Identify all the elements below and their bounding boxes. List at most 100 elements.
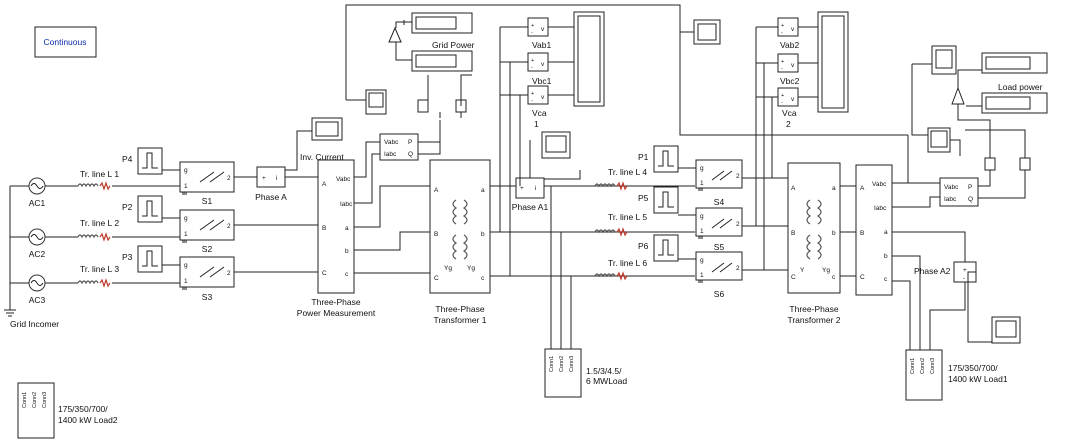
svg-text:C: C [434, 275, 439, 282]
svg-text:Vabc: Vabc [336, 176, 351, 183]
pq-block[interactable]: Vabc Iabc P Q [379, 133, 419, 161]
line-l6[interactable]: Tr. line L 6 [594, 258, 647, 281]
svg-text:6 MWLoad: 6 MWLoad [586, 376, 627, 386]
voltmeter-vab1[interactable]: + - v Vab1 [527, 17, 551, 50]
pq-block-2[interactable]: Vabc Iabc P Q [939, 177, 979, 207]
switch-s4[interactable]: g 1 2 S4 [695, 159, 743, 207]
svg-text:Vab1: Vab1 [532, 40, 551, 50]
svg-text:b: b [345, 248, 349, 255]
svg-text:C: C [322, 270, 327, 277]
pulse-p6[interactable]: P6 [638, 234, 679, 262]
scope-top-mid[interactable] [693, 19, 721, 45]
pulse-p1[interactable]: P1 [638, 145, 679, 173]
transformer-2[interactable]: A B C a b c Y Yg Three-Phase Transformer… [787, 162, 841, 325]
ac-source-2-label: AC2 [29, 249, 46, 259]
switch-s6[interactable]: g 1 2 S6 [695, 251, 743, 299]
voltmeter-vbc1[interactable]: + - v Vbc1 [527, 52, 552, 86]
svg-text:Iabc: Iabc [340, 201, 353, 208]
mux-icon-2 [984, 157, 1031, 171]
svg-text:Conn1: Conn1 [910, 358, 916, 374]
voltmeter-vca1[interactable]: + - v Vca 1 [527, 85, 549, 129]
svg-text:Iabc: Iabc [874, 205, 887, 212]
svg-text:v: v [541, 61, 545, 68]
svg-text:Yg: Yg [444, 265, 452, 272]
voltmeter-vab2[interactable]: + - v Vab2 [777, 17, 799, 50]
svg-text:A: A [860, 185, 865, 192]
phase-a2-meter[interactable]: + - Phase A2 [914, 261, 977, 283]
pulse-p4[interactable]: P4 [122, 147, 163, 175]
inv-current-scope[interactable]: Inv. Current [300, 117, 344, 162]
svg-text:A: A [791, 185, 796, 192]
svg-text:a: a [345, 225, 349, 232]
ac-source-2[interactable]: AC2 [28, 228, 46, 259]
switch-s3[interactable]: g 1 2 S3 [179, 256, 235, 302]
svg-text:Conn3: Conn3 [42, 392, 48, 408]
line-l2[interactable]: Tr. line L 2 [45, 218, 125, 242]
phase-a-meter[interactable]: + i Phase A [255, 166, 287, 202]
svg-text:1: 1 [700, 272, 704, 279]
pulse-p2-label: P2 [122, 202, 133, 212]
scope-power[interactable] [365, 89, 387, 115]
load-power-label: Load power [998, 82, 1043, 92]
switch-s2[interactable]: g 1 2 S2 [179, 209, 235, 254]
line-l5[interactable]: Tr. line L 5 [594, 212, 647, 237]
scope-load-top[interactable] [931, 45, 957, 75]
transformer-1[interactable]: A B C a b c Yg Yg Three-Phase Transforme… [429, 159, 491, 325]
svg-text:+: + [531, 58, 534, 64]
transformer-1-title-1: Three-Phase [435, 304, 484, 314]
switch-s3-label: S3 [202, 292, 213, 302]
pulse-p1-label: P1 [638, 152, 649, 162]
grid-power-label: Grid Power [432, 40, 475, 50]
svg-text:Vabc: Vabc [944, 184, 959, 191]
svg-text:C: C [791, 274, 796, 281]
switch-s4-label: S4 [714, 197, 725, 207]
power-measurement-title-2: Power Measurement [297, 308, 376, 318]
svg-text:+: + [781, 93, 784, 99]
load-mid[interactable]: Conn1 Conn2 Conn3 1.5/3/4.5/ 6 MWLoad [544, 348, 627, 398]
line-l4[interactable]: Tr. line L 4 [594, 167, 647, 191]
switch-s1-label: S1 [202, 196, 213, 206]
load-1[interactable]: Conn1 Conn2 Conn3 175/350/700/ 1400 kW L… [905, 349, 1008, 401]
svg-text:2: 2 [227, 270, 231, 277]
pulse-p5[interactable]: P5 [638, 186, 679, 214]
svg-text:B: B [434, 231, 438, 238]
svg-text:c: c [345, 271, 349, 278]
svg-text:v: v [541, 26, 545, 33]
scope-voltage-2[interactable] [817, 11, 849, 113]
svg-text:B: B [860, 230, 864, 237]
scope-phase-a2[interactable] [991, 316, 1021, 344]
load-power-display-2 [981, 92, 1048, 114]
line-l1[interactable]: Tr. line L 1 [45, 169, 125, 191]
svg-text:c: c [884, 276, 888, 283]
svg-text:Y: Y [800, 267, 805, 274]
switch-s5[interactable]: g 1 2 S5 [695, 207, 743, 252]
scope-phase-a1[interactable] [541, 131, 571, 159]
line-l3[interactable]: Tr. line L 3 [45, 264, 125, 288]
transformer-2-title-2: Transformer 2 [787, 315, 840, 325]
load-2[interactable]: Conn1 Conn2 Conn3 175/350/700/ 1400 kW L… [17, 382, 118, 439]
grid-incomer-label: Grid Incomer [10, 319, 59, 329]
voltmeter-vbc2[interactable]: + - v Vbc2 [777, 53, 800, 86]
pulse-p3[interactable]: P3 [122, 245, 163, 273]
ac-source-3[interactable]: AC3 [28, 274, 46, 305]
svg-text:Conn2: Conn2 [920, 358, 926, 374]
powergui-block[interactable]: Continuous [34, 26, 97, 58]
measurement-2-block[interactable]: A B C Vabc Iabc a b c [855, 164, 893, 296]
ground-icon [4, 309, 16, 317]
voltmeter-vca2[interactable]: + - v Vca 2 [777, 87, 799, 129]
svg-text:2: 2 [227, 175, 231, 182]
svg-text:+: + [781, 59, 784, 65]
pulse-p2[interactable]: P2 [122, 195, 163, 223]
svg-text:1: 1 [184, 278, 188, 285]
svg-text:v: v [791, 62, 795, 69]
scope-voltage-1[interactable] [573, 11, 605, 107]
switch-s1[interactable]: g 1 2 S1 [179, 161, 235, 206]
power-measurement-block[interactable]: A B C Vabc Iabc a b c Three-Phase Power … [297, 159, 376, 318]
line-l3-label: Tr. line L 3 [80, 264, 119, 274]
phase-a2-label: Phase A2 [914, 266, 951, 276]
phase-a1-meter[interactable]: + i Phase A1 [512, 177, 549, 212]
svg-text:+: + [531, 23, 534, 29]
ac-source-1[interactable]: AC1 [28, 177, 46, 208]
scope-load-mid[interactable] [927, 127, 951, 153]
powergui-label: Continuous [43, 37, 86, 47]
